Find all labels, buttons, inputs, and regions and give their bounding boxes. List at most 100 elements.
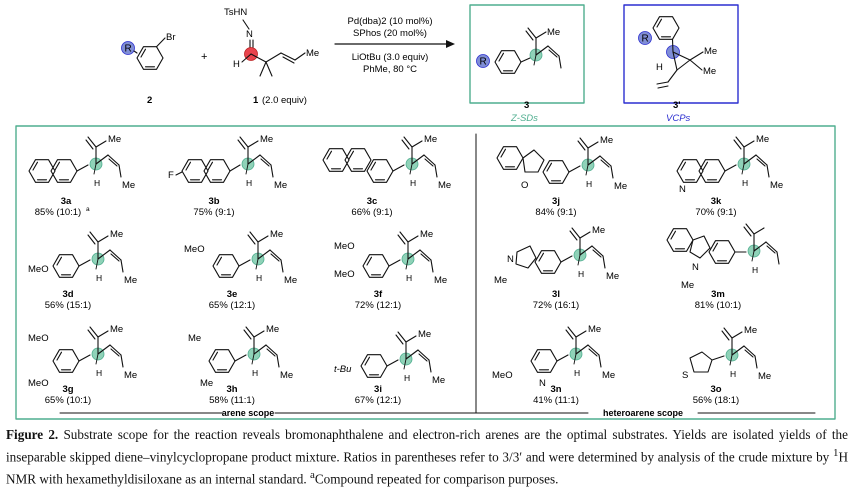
entry-id: 3g	[62, 384, 73, 395]
tshn-label: TsHN	[224, 7, 247, 18]
caption-superscript-a: a	[309, 469, 315, 482]
vcp-r-label: R	[642, 34, 649, 45]
svg-text:Me: Me	[284, 275, 297, 286]
svg-text:H: H	[94, 178, 100, 188]
heteroarene-scope-label: heteroarene scope	[603, 408, 683, 418]
figure-caption: Figure 2. Substrate scope for the reacti…	[6, 426, 848, 489]
svg-text:Me: Me	[280, 370, 293, 381]
vcp-me-label-2: Me	[703, 66, 716, 77]
svg-text:H: H	[96, 273, 102, 283]
z-sd-product-structure: R Me	[476, 27, 562, 74]
svg-text:t-Bu: t-Bu	[334, 364, 352, 375]
entry-id: 3l	[552, 289, 560, 300]
svg-text:Me: Me	[770, 180, 783, 191]
caption-text-2: H NMR with hexamethyldisiloxane as an in…	[6, 449, 848, 487]
entry-yield: 56% (15:1)	[45, 300, 91, 311]
compound-2-label: 2	[147, 95, 152, 106]
entry-3j: O Me H Me 3j 84% (9:1)	[496, 135, 627, 218]
svg-text:Me: Me	[438, 180, 451, 191]
svg-text:Me: Me	[681, 280, 694, 291]
caption-superscript-1: 1	[832, 447, 839, 459]
entry-id: 3o	[710, 384, 721, 395]
entry-3f: MeO MeO Me H Me 3f 72% (12:1)	[334, 229, 447, 311]
entry-3m: N Me Me H 3m 81% (10:1)	[666, 223, 780, 311]
svg-text:Me: Me	[434, 275, 447, 286]
caption-text-1: Substrate scope for the reaction reveals…	[6, 427, 848, 465]
entry-yield: 70% (9:1)	[695, 207, 736, 218]
svg-text:MeO: MeO	[28, 264, 49, 275]
svg-text:Me: Me	[424, 134, 437, 145]
svg-text:H: H	[256, 273, 262, 283]
svg-text:Me: Me	[110, 229, 123, 240]
condition-line-1: Pd(dba)2 (10 mol%)	[347, 16, 432, 27]
hydrazone-structure: TsHN N H Me 1 (2.0 equiv)	[224, 7, 319, 106]
entry-yield: 75% (9:1)	[193, 207, 234, 218]
entry-yield: 72% (16:1)	[533, 300, 579, 311]
svg-text:H: H	[406, 273, 412, 283]
bromine-label: Br	[166, 32, 176, 43]
svg-text:MeO: MeO	[334, 241, 355, 252]
reaction-figure: Br R 2 + TsHN N H Me 1 (2.0 equiv)	[15, 4, 836, 420]
entry-3b: F Me H Me 3b 75% (9:1)	[168, 134, 287, 218]
svg-text:Me: Me	[108, 134, 121, 145]
entry-yield: 85% (10:1)	[35, 207, 81, 218]
entry-3l: N Me Me H Me 3l 72% (16:1)	[494, 225, 619, 311]
aryl-bromide-structure: Br R 2	[121, 32, 176, 106]
svg-text:Me: Me	[200, 378, 213, 389]
compound-3prime-label: 3'	[673, 100, 681, 111]
entry-id: 3b	[208, 196, 219, 207]
entry-3h: Me Me Me H Me 3h 58% (11:1)	[188, 324, 293, 406]
svg-text:O: O	[521, 180, 528, 191]
svg-text:MeO: MeO	[334, 269, 355, 280]
vcp-product-box	[623, 4, 739, 104]
vcp-name: VCPs	[666, 113, 691, 124]
entry-3i: t-Bu Me H Me 3i 67% (12:1)	[334, 329, 445, 406]
hydrazone-n-label: N	[246, 29, 253, 40]
svg-text:Me: Me	[744, 325, 757, 336]
entry-yield: 65% (10:1)	[45, 395, 91, 406]
z-sd-product-box	[469, 4, 585, 104]
svg-text:Me: Me	[614, 181, 627, 192]
svg-text:Me: Me	[606, 271, 619, 282]
condition-line-2: SPhos (20 mol%)	[353, 28, 427, 39]
svg-text:Me: Me	[494, 275, 507, 286]
compound-1-equiv: (2.0 equiv)	[262, 95, 307, 106]
svg-text:H: H	[574, 368, 580, 378]
vcp-me-label-1: Me	[704, 46, 717, 57]
entry-id: 3d	[62, 289, 73, 300]
svg-text:N: N	[679, 184, 686, 195]
entry-yield: 66% (9:1)	[351, 207, 392, 218]
svg-text:Me: Me	[420, 229, 433, 240]
svg-text:Me: Me	[266, 324, 279, 335]
svg-text:Me: Me	[600, 135, 613, 146]
hydrazone-h-label: H	[233, 59, 240, 70]
entry-id: 3c	[367, 196, 378, 207]
footnote-marker: a	[86, 206, 90, 213]
svg-text:S: S	[682, 370, 688, 381]
svg-text:Me: Me	[592, 225, 605, 236]
svg-text:N: N	[507, 254, 514, 265]
hydrazone-me-label: Me	[306, 48, 319, 59]
svg-text:MeO: MeO	[184, 244, 205, 255]
vcp-h-label: H	[656, 62, 663, 73]
z-sd-r-label: R	[480, 57, 487, 68]
svg-text:Me: Me	[758, 371, 771, 382]
entry-yield: 81% (10:1)	[695, 300, 741, 311]
svg-text:Me: Me	[188, 333, 201, 344]
svg-text:Me: Me	[432, 375, 445, 386]
entry-id: 3h	[226, 384, 237, 395]
entry-3d: MeO Me H Me 3d 56% (15:1)	[28, 229, 137, 311]
scope-panel	[15, 125, 836, 420]
z-sd-me-label: Me	[547, 27, 560, 38]
svg-text:Me: Me	[122, 180, 135, 191]
svg-text:Me: Me	[756, 134, 769, 145]
svg-text:H: H	[586, 179, 592, 189]
r-group-label: R	[125, 44, 132, 55]
entry-3e: MeO Me H Me 3e 65% (12:1)	[184, 229, 297, 311]
svg-text:H: H	[410, 178, 416, 188]
entry-id: 3i	[374, 384, 382, 395]
entry-yield: 65% (12:1)	[209, 300, 255, 311]
svg-text:H: H	[404, 373, 410, 383]
entry-3c: Me H Me 3c 66% (9:1)	[322, 134, 451, 218]
svg-text:H: H	[742, 178, 748, 188]
